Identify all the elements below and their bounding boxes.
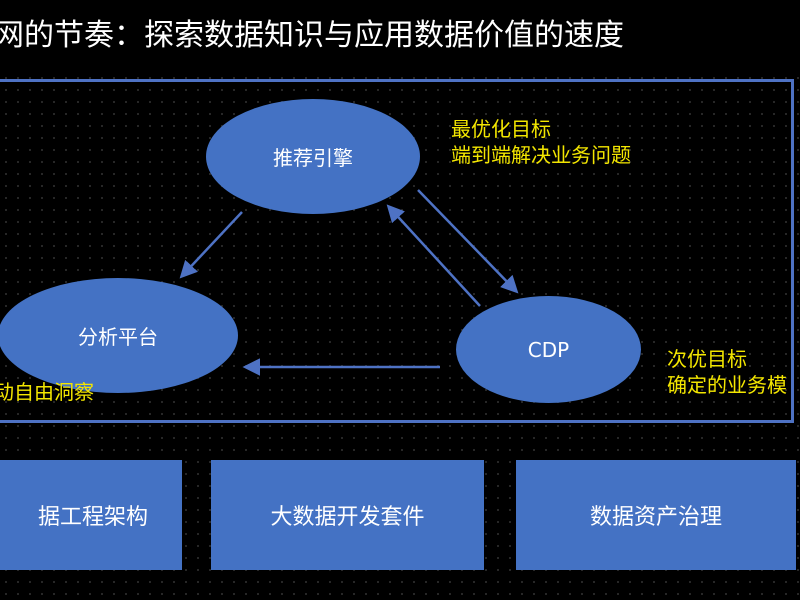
foundation-block-engineering: 据工程架构	[0, 460, 182, 570]
foundation-block-governance: 数据资产治理	[516, 460, 796, 570]
recommend-note-line-1: 最优化目标	[451, 117, 551, 141]
foundation-block-bigdata-suite-label: 大数据开发套件	[270, 505, 425, 530]
diagram-frame	[0, 79, 794, 423]
analysis-platform-label: 分析平台	[78, 325, 158, 349]
arrow-cdp-to-recommend	[386, 204, 481, 307]
cdp-node: CDP	[456, 296, 641, 403]
analysis-note: 动自由洞察	[0, 380, 94, 404]
recommend-engine-node: 推荐引擎	[206, 99, 420, 214]
slide-title: 网的节奏：探索数据知识与应用数据价值的速度	[0, 0, 800, 72]
analysis-platform-node: 分析平台	[0, 278, 238, 393]
arrow-recommend-to-analysis	[179, 211, 243, 279]
recommend-note-line-2: 端到端解决业务问题	[451, 143, 631, 167]
foundation-block-engineering-label: 据工程架构	[37, 505, 148, 530]
recommend-note: 最优化目标 端到端解决业务问题	[451, 116, 631, 168]
foundation-block-bigdata-suite: 大数据开发套件	[211, 460, 484, 570]
cdp-note-line-2: 确定的业务模	[667, 373, 787, 397]
cdp-note: 次优目标 确定的业务模	[667, 346, 787, 398]
foundation-block-governance-label: 数据资产治理	[589, 505, 722, 530]
cdp-note-line-1: 次优目标	[667, 347, 747, 371]
arrow-recommend-to-cdp	[417, 189, 519, 294]
cdp-label: CDP	[527, 337, 570, 362]
recommend-engine-label: 推荐引擎	[273, 146, 353, 170]
